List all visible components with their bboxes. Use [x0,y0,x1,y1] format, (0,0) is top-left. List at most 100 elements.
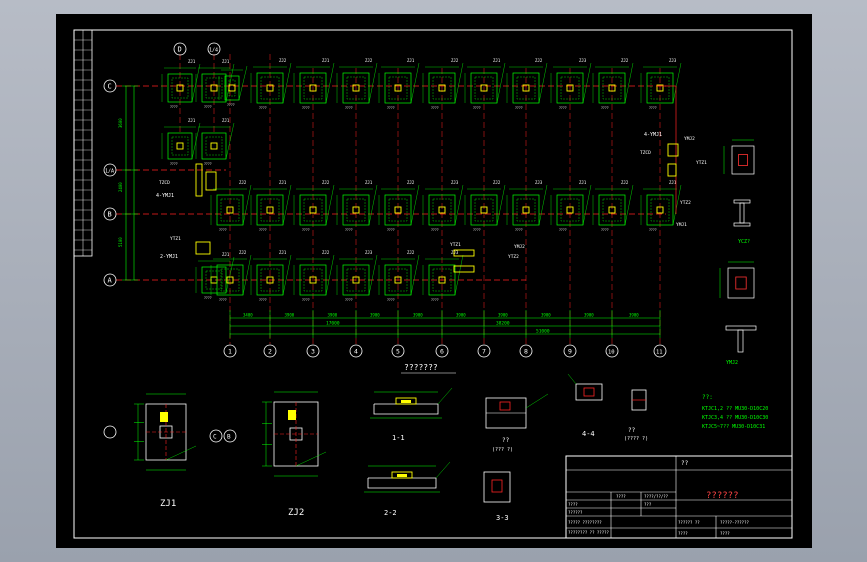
detail-captions: ZJ1 ZJ2 1-1 2-2 3-3 4-4 ?? (??? ?) ?? (?… [160,239,750,522]
notes-line-1: KTJC1,2 ?? MU30-D10C20 [702,406,768,412]
top-axis-bubble [173,42,187,56]
column-mark [608,206,616,214]
column-mark [480,84,488,92]
footing-leader [496,184,506,226]
col-axis-bubble [519,344,533,358]
footing: ZJ1???? [336,180,378,232]
footing-leader [538,62,548,104]
column-mark [438,276,446,284]
column-mark [176,142,184,150]
row-axis-bubble [103,79,117,93]
footing-leader [582,184,592,226]
tag-ytz1b: YTZ1 [450,242,461,248]
footing-leader [368,254,378,296]
footing-outline [342,264,370,296]
column-mark [176,84,184,92]
sec-leader [437,387,453,405]
block-row-3: ????? ???????? [568,520,602,525]
footing: ZJ1???? [550,180,592,232]
footing-size: ???? [259,298,267,302]
dim-span-label: 3900 [413,313,423,318]
footing-label: ZJ1 [322,58,330,63]
footing-outline [201,132,227,160]
footing-outline [428,194,456,226]
footing-inner [474,76,494,100]
footing: ZJ3???? [422,180,464,232]
col-axis-label: 7 [482,348,486,356]
ibeam-flange [733,199,751,204]
row-axis-bubble [103,273,117,287]
footing-inner [432,198,452,222]
column-mark [352,206,360,214]
footing-outline [646,194,674,226]
footing: ZJ1???? [250,250,292,302]
column-mark [566,206,574,214]
footing-inner [650,198,670,222]
footing-label: ZJ3 [669,58,677,63]
tie-beam [667,163,677,177]
footing-inner [346,198,366,222]
col-axis-label: 8 [524,348,528,356]
dim-span-label: 3900 [498,313,508,318]
left-dim-label: 5100 [118,237,123,247]
detail-bubble [209,429,223,443]
footing-leader [225,256,235,294]
footing-inner [602,76,622,100]
footing-size: ???? [515,228,523,232]
footing-size: ???? [431,298,439,302]
footing: ZJ2???? [378,180,420,232]
footing-outline [384,264,412,296]
col-axis-label: 11 [656,350,663,356]
footing-label: ZJ1 [279,180,287,185]
footing-size: ???? [649,228,657,232]
col-axis-bubble [477,344,491,358]
revision-strip [73,29,93,257]
footing-inner [432,268,452,292]
footing-inner [171,77,189,99]
col-axis-label: 2 [268,348,272,356]
column-mark [210,84,218,92]
tag-ymj1: YMJ1 [676,222,687,228]
column-mark [266,206,274,214]
footing-inner [260,198,280,222]
detail-bubble [223,429,237,443]
footing: ZJ2???? [210,250,252,302]
footing-leader [325,254,335,296]
footing-size: ???? [431,106,439,110]
footing-outline [299,194,327,226]
ibeam-flange [733,222,751,227]
tie-beam [205,171,217,191]
column-mark [309,276,317,284]
col-axis-label: 3 [311,348,315,356]
ymj2-web [737,329,744,353]
footing-size: ???? [204,162,212,166]
footing-size: ???? [559,228,567,232]
footing-leader [225,63,235,103]
section-1-1: 1-1 [392,434,405,442]
scale-label: ???? [678,531,688,536]
section-kl-leader [525,393,549,409]
footing-leader [672,62,682,104]
column-mark [656,84,664,92]
block-mid2-1: ????/??/?? [644,494,669,499]
dim-total-label: 51000 [536,329,550,335]
block-row-4: ???????? ?? ????? [568,530,610,535]
footing-outline [646,72,674,104]
footing: ZJ2???? [592,58,634,110]
footing-size: ???? [219,228,227,232]
footing: ZJ2???? [378,250,420,302]
footing-label: ZJ2 [451,58,459,63]
footing-leader [454,254,464,296]
col-axis-label: 1 [228,348,232,356]
footing-label: ZJ1 [407,58,415,63]
footing: ZJ1???? [464,58,506,110]
footing-size: ???? [345,298,353,302]
footing-size: ???? [345,106,353,110]
dim-total-label: 17000 [326,321,340,327]
footing-label: ZJ2 [279,58,287,63]
section-3-3-core [491,479,503,493]
footing: ZJ1???? [250,180,292,232]
column-mark [394,276,402,284]
tie-beam [667,143,679,157]
footing-size: ???? [170,162,178,166]
